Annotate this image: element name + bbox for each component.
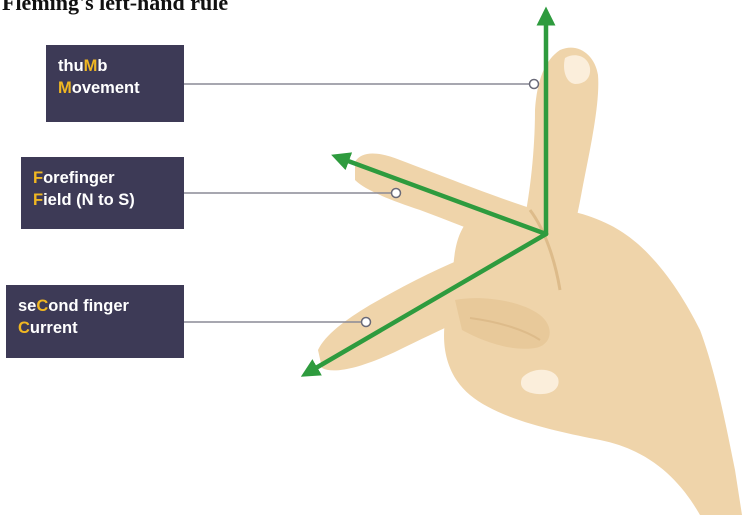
forefinger-leader-dot xyxy=(392,189,401,198)
second-finger-label-line-2: Current xyxy=(18,317,174,339)
thumb-label-line-1: thuMb xyxy=(58,55,174,77)
mnemonic-letter: M xyxy=(84,57,98,75)
thumb-label-line-2: Movement xyxy=(58,77,174,99)
second-finger-label: seCond finger Current xyxy=(6,285,184,358)
thumb-label: thuMb Movement xyxy=(46,45,184,122)
hand-illustration xyxy=(318,48,742,515)
second-finger-leader-dot xyxy=(362,318,371,327)
field-arrow xyxy=(340,158,546,234)
mnemonic-letter: F xyxy=(33,169,43,187)
thumb-leader-dot xyxy=(530,80,539,89)
forefinger-label-line-2: Field (N to S) xyxy=(33,189,174,211)
mnemonic-letter: F xyxy=(33,191,43,209)
second-finger-label-line-1: seCond finger xyxy=(18,295,174,317)
forefinger-label-line-1: Forefinger xyxy=(33,167,174,189)
mnemonic-letter: C xyxy=(36,297,48,315)
mnemonic-letter: C xyxy=(18,319,30,337)
mnemonic-letter: M xyxy=(58,79,72,97)
forefinger-label: Forefinger Field (N to S) xyxy=(21,157,184,229)
